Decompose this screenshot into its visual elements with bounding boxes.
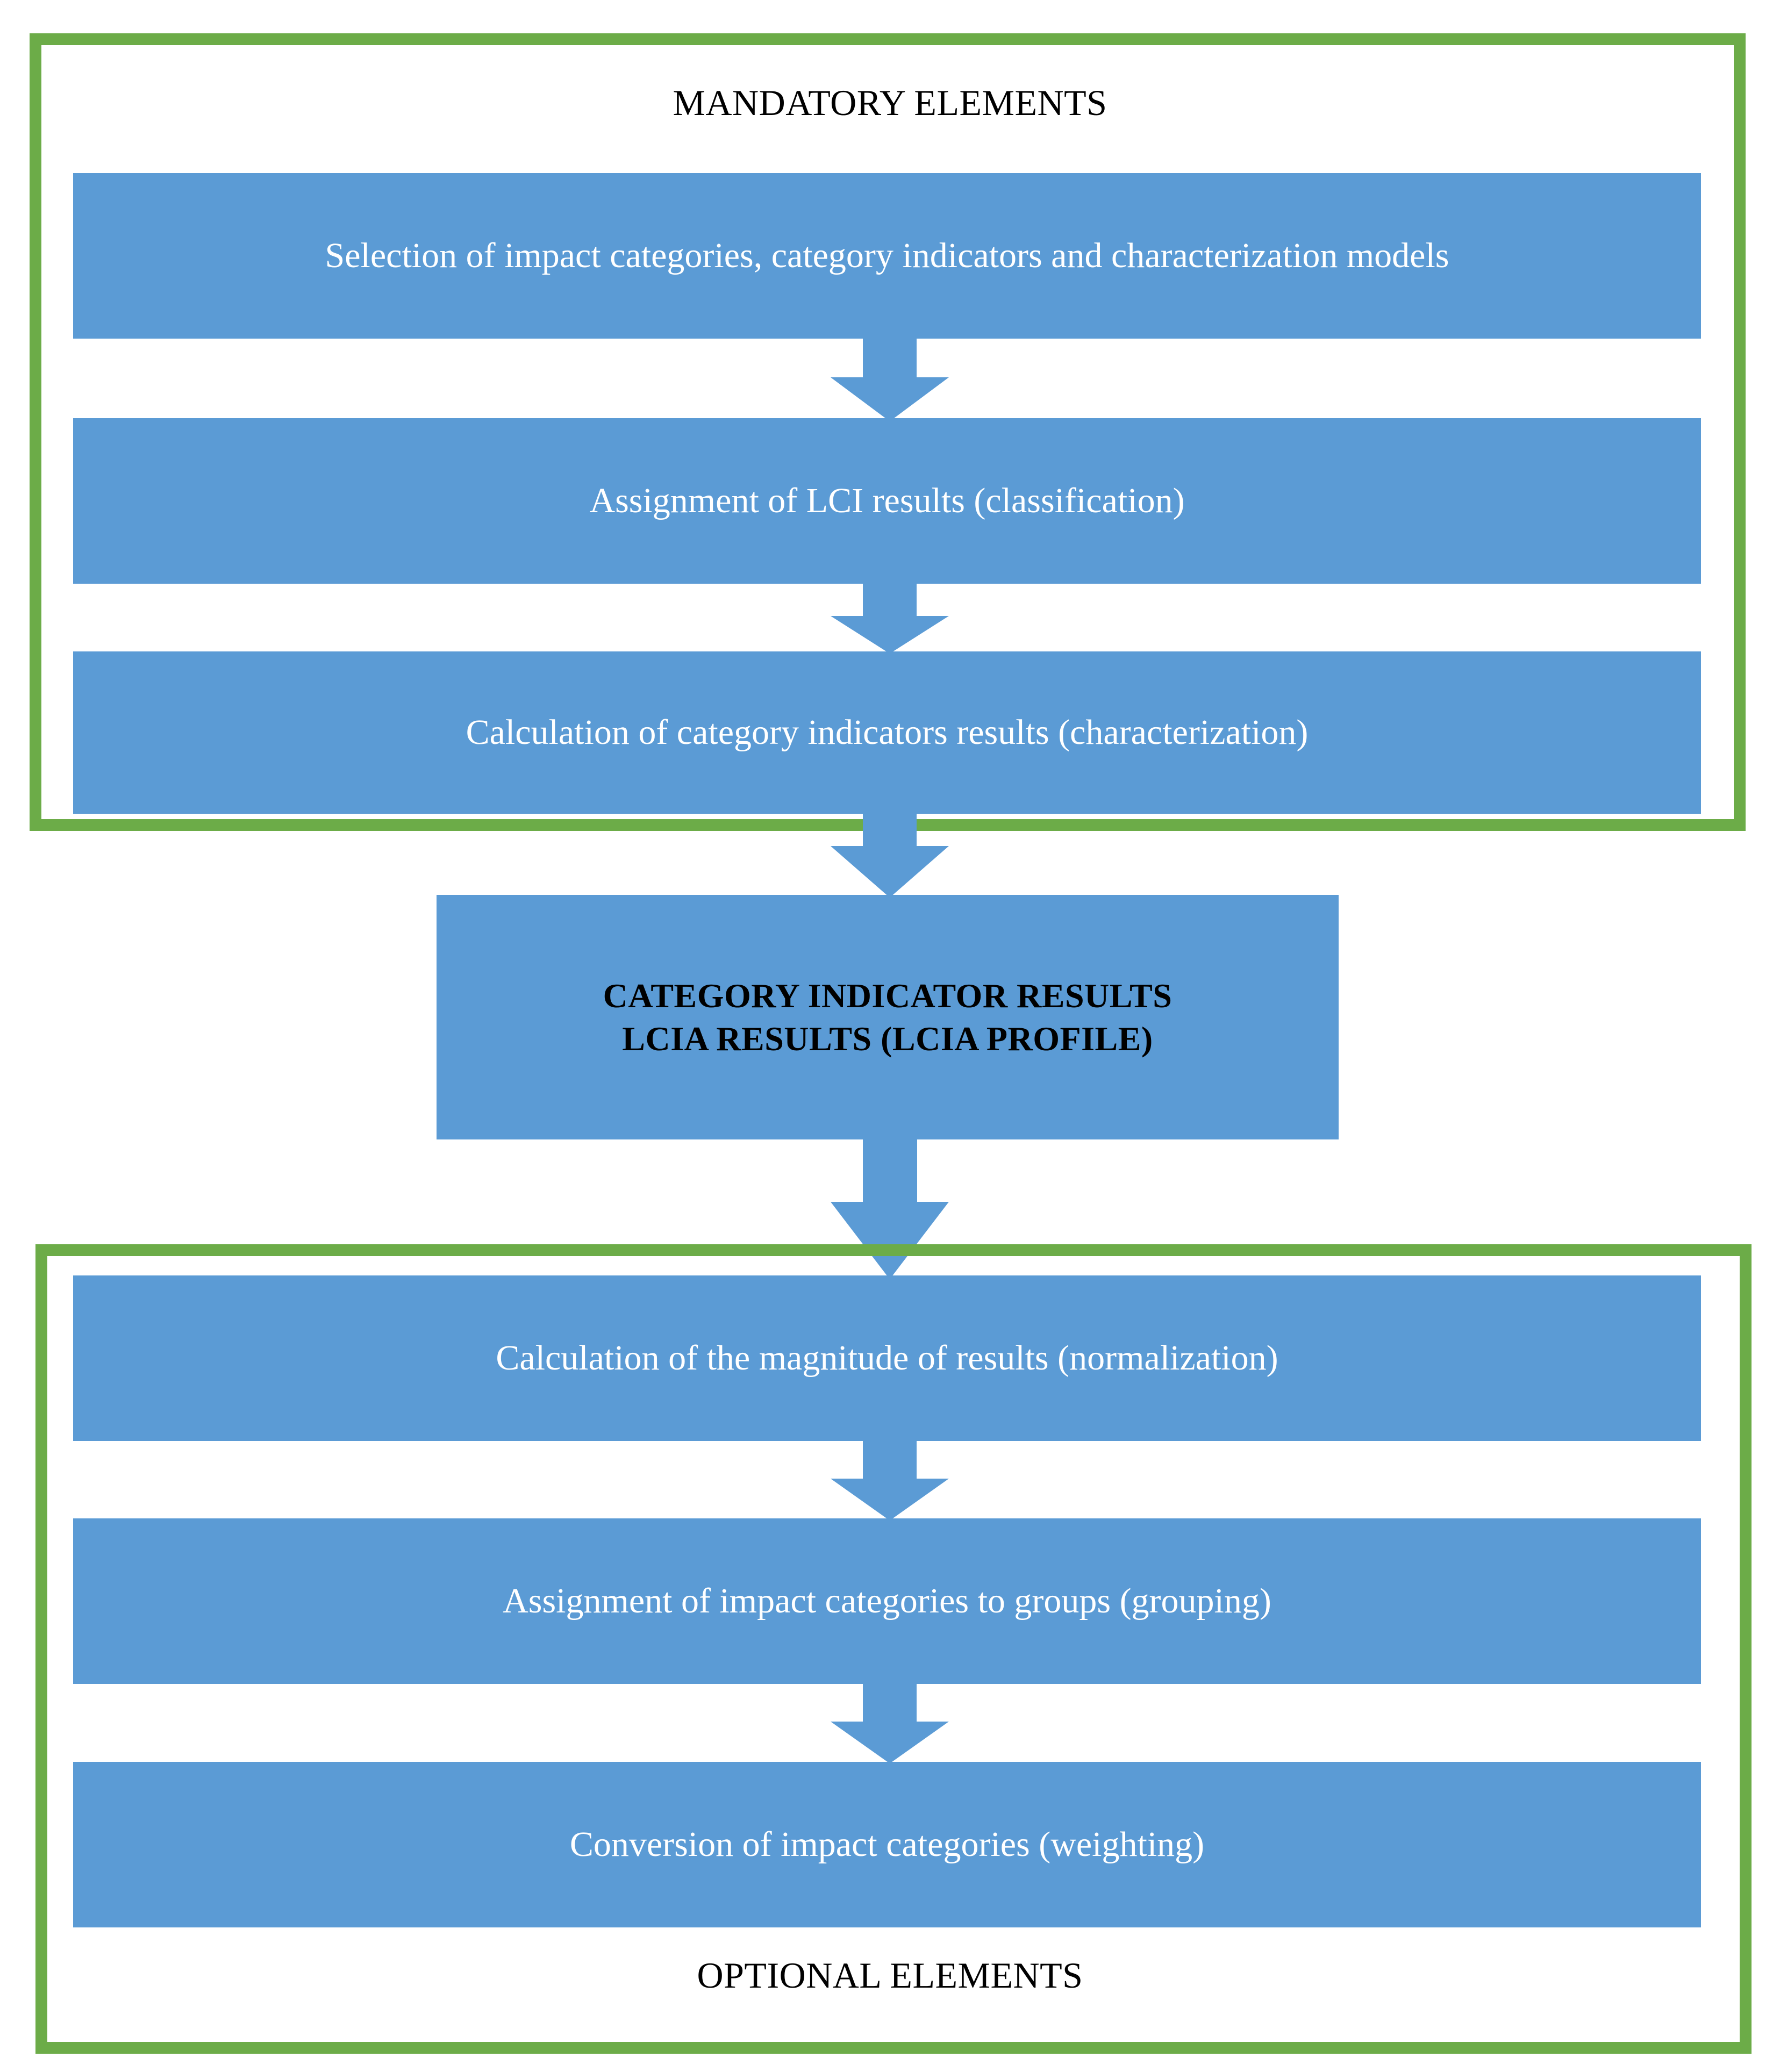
results-line-2: LCIA RESULTS (LCIA PROFILE)	[622, 1019, 1153, 1058]
arrow-down-results-to-normalization	[803, 1138, 977, 1279]
results-box-text: CATEGORY INDICATOR RESULTS LCIA RESULTS …	[603, 974, 1173, 1060]
mandatory-elements-caption: MANDATORY ELEMENTS	[673, 82, 1107, 123]
step-box-grouping[interactable]: Assignment of impact categories to group…	[73, 1518, 1701, 1684]
arrow-down-normalization-to-grouping	[831, 1440, 949, 1521]
arrow-down-grouping-to-weighting	[831, 1683, 949, 1763]
results-box[interactable]: CATEGORY INDICATOR RESULTS LCIA RESULTS …	[437, 895, 1339, 1139]
mandatory-elements-frame	[30, 33, 1746, 831]
arrow-down-characterization-to-results	[831, 813, 949, 898]
optional-elements-frame	[35, 1244, 1752, 2054]
results-line-1: CATEGORY INDICATOR RESULTS	[603, 976, 1173, 1015]
optional-elements-caption: OPTIONAL ELEMENTS	[697, 1955, 1083, 1996]
step-box-weighting[interactable]: Conversion of impact categories (weighti…	[73, 1762, 1701, 1927]
step-box-selection[interactable]: Selection of impact categories, category…	[73, 173, 1701, 339]
step-box-classification[interactable]: Assignment of LCI results (classificatio…	[73, 418, 1701, 584]
arrow-down-classification-to-characterization	[831, 583, 949, 654]
step-box-normalization[interactable]: Calculation of the magnitude of results …	[73, 1275, 1701, 1441]
arrow-down-selection-to-classification	[831, 338, 949, 421]
step-box-characterization[interactable]: Calculation of category indicators resul…	[73, 651, 1701, 814]
